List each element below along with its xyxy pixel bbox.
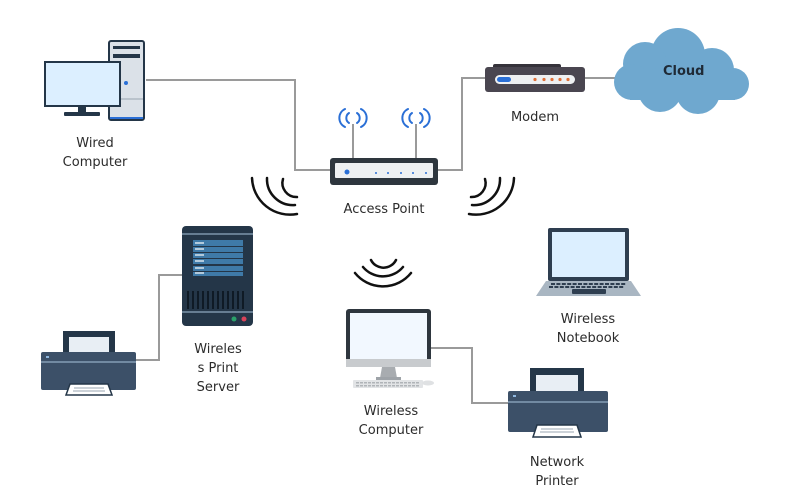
laptop-key [576,286,580,288]
label-cloud: Cloud [663,64,705,79]
edge-wired-computer-to-access-point [146,79,331,171]
wireless-signal-left-icon [250,176,299,216]
label-access-point: Access Point [343,202,425,217]
laptop-key [559,286,564,288]
label-wired-computer: Wired Computer [62,136,128,170]
wireless-computer-icon[interactable] [346,309,434,388]
laptop-key [549,286,553,288]
keyboard-key [356,385,359,387]
cloud-icon[interactable] [614,28,749,114]
print-server-icon[interactable] [182,226,253,326]
laptop-key [583,283,588,285]
laptop-key [567,283,572,285]
edge-print-server-to-printer [135,274,182,361]
label-modem: Modem [510,110,560,125]
laptop-key [597,286,602,288]
keyboard-key [368,382,371,384]
label-wireless-computer: Wireless Computer [358,404,424,438]
wired-computer-icon[interactable] [44,40,145,121]
keyboard-key [392,385,395,387]
keyboard-key [372,382,375,384]
laptop-key [588,283,593,285]
keyboard-key [404,385,407,387]
keyboard-key [380,385,383,387]
edge-access-point-to-modem [437,77,486,171]
laptop-key [594,283,599,285]
keyboard-key [384,382,387,384]
keyboard-key [416,382,419,384]
laptop-key [619,286,624,288]
wireless-notebook-icon[interactable] [536,228,641,296]
keyboard-key [396,385,399,387]
keyboard-key [372,385,375,387]
laptop-key [599,283,604,285]
keyboard-key [396,382,399,384]
keyboard-key [408,385,411,387]
keyboard-key [392,382,395,384]
laptop-key [572,283,577,285]
label-print-server: Wireles s Print Server [194,342,242,395]
laptop-key [621,283,626,285]
keyboard-key [364,382,367,384]
modem-icon[interactable] [485,64,585,92]
keyboard-key [388,382,391,384]
label-network-printer: Network Printer [529,455,585,489]
laptop-key [581,286,586,288]
network-printer-icon[interactable] [508,368,608,438]
wireless-signal-computer-icon [353,258,413,288]
label-wireless-notebook: Wireless Notebook [556,312,620,346]
keyboard-key [364,385,367,387]
keyboard-key [404,382,407,384]
keyboard-key [380,382,383,384]
laptop-key [556,283,561,285]
keyboard-key [400,385,403,387]
laptop-key [570,286,575,288]
laptop-key [610,283,615,285]
laptop-key [613,286,618,288]
keyboard-key [412,385,415,387]
keyboard-key [388,385,391,387]
keyboard-key [408,382,411,384]
access-point-icon[interactable] [330,108,438,185]
keyboard-key [412,382,415,384]
connections [135,77,615,404]
laptop-key [615,283,620,285]
laptop-key [554,286,559,288]
edge-wireless-computer-to-network-printer [431,347,508,404]
laptop-key [586,286,591,288]
wireless-signal-right-icon [467,176,516,216]
laptop-key [592,286,597,288]
laptop-key [578,283,582,285]
keyboard-key [376,385,379,387]
keyboard-key [360,385,363,387]
keyboard-key [416,385,419,387]
laptop-key [565,286,570,288]
laptop-key [551,283,555,285]
keyboard-key [400,382,403,384]
keyboard-key [368,385,371,387]
keyboard-key [360,382,363,384]
antenna-signal-icon [338,108,431,128]
server-printer-icon[interactable] [41,331,136,396]
laptop-key [603,286,607,288]
keyboard-key [384,385,387,387]
keyboard-key [356,382,359,384]
laptop-key [561,283,566,285]
laptop-key [605,283,609,285]
laptop-key [608,286,613,288]
keyboard-key [376,382,379,384]
